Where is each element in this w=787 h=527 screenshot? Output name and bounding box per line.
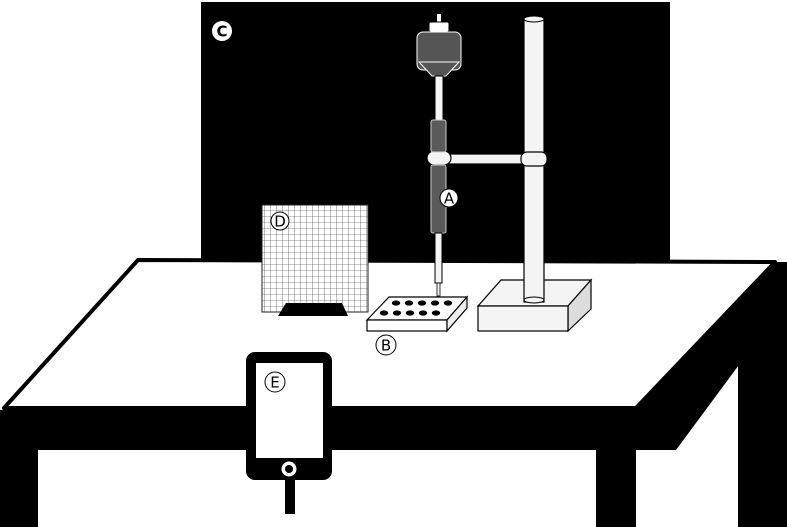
syringe-weight-cap	[428, 21, 450, 33]
well-plate	[365, 295, 469, 333]
label-d: D	[270, 211, 290, 231]
label-a: A	[439, 188, 459, 208]
well	[391, 300, 401, 306]
well	[430, 300, 440, 306]
well	[404, 300, 414, 306]
label-c-text: C	[216, 23, 227, 41]
well	[443, 300, 453, 306]
tablet	[246, 352, 332, 514]
label-b-text: B	[381, 337, 391, 355]
support-stand	[426, 15, 593, 333]
tablet-cable	[285, 478, 295, 514]
label-d-text: D	[274, 213, 286, 231]
syringe-weight-taper	[417, 61, 461, 77]
table-leg-back-right	[738, 290, 787, 527]
well	[392, 310, 402, 316]
well-plate-side	[446, 295, 468, 333]
label-e-text: E	[270, 374, 279, 392]
stand-clamp-arm	[443, 153, 529, 165]
stand-rod-foot	[523, 296, 545, 304]
syringe-hub	[434, 232, 443, 284]
stand-clamp-collar	[520, 151, 548, 167]
syringe-plunger	[434, 75, 444, 121]
label-c: C	[212, 21, 232, 41]
stand-base-front	[477, 305, 569, 332]
table-leg-front-right	[596, 430, 636, 527]
well	[379, 310, 389, 316]
table-right-apron	[636, 262, 787, 450]
syringe-weight-knob	[437, 14, 441, 24]
stand-rod-top	[523, 15, 545, 23]
syringe	[416, 14, 462, 297]
label-e: E	[264, 371, 286, 393]
label-b: B	[375, 334, 397, 356]
well	[418, 310, 428, 316]
label-a-text: A	[444, 190, 455, 208]
syringe-needle	[436, 282, 441, 297]
grid-board-base	[278, 303, 348, 316]
well-plate-front	[366, 319, 448, 332]
well	[417, 300, 427, 306]
syringe-clamp-ring	[426, 150, 452, 166]
well	[405, 310, 415, 316]
syringe-barrel-upper	[430, 119, 447, 153]
well-plate-wells	[379, 300, 453, 316]
tablet-home-button-center	[285, 465, 293, 473]
table-leg-front-left	[0, 430, 38, 527]
well	[431, 310, 441, 316]
